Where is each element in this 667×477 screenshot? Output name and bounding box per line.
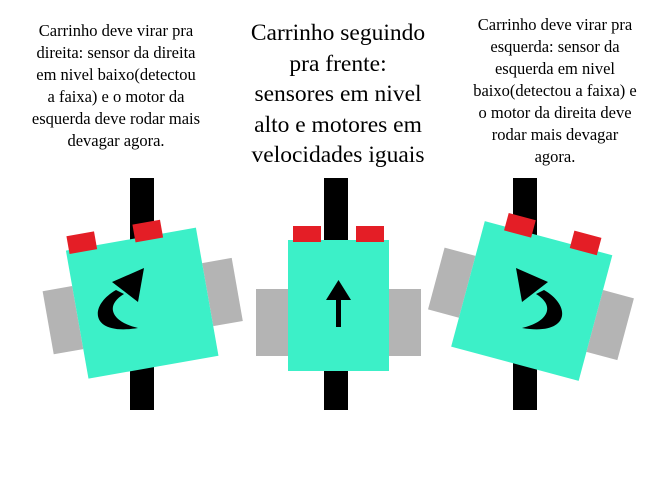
right-sensor (132, 219, 164, 243)
right-sensor (356, 226, 384, 242)
left-sensor (504, 213, 536, 238)
left-wheel (256, 289, 288, 356)
car-turn-right (42, 178, 243, 410)
caption-turn-left: Carrinho deve virar pra esquerda: sensor… (473, 15, 637, 166)
right-wheel (202, 257, 243, 327)
car-turn-left (428, 178, 634, 410)
left-sensor (293, 226, 321, 242)
right-wheel (389, 289, 421, 356)
left-sensor (66, 231, 98, 255)
right-sensor (569, 230, 602, 256)
curved-arrow-turn-left-icon (516, 268, 563, 330)
caption-straight: Carrinho seguindo pra frente: sensores e… (250, 20, 426, 168)
car-straight (256, 178, 421, 410)
arrow-up-icon (326, 280, 351, 327)
caption-turn-right: Carrinho deve virar pra direita: sensor … (31, 21, 201, 150)
left-wheel (42, 286, 84, 355)
car-body (65, 227, 219, 379)
curved-arrow-turn-right-icon (97, 268, 144, 330)
car-body (451, 221, 613, 381)
